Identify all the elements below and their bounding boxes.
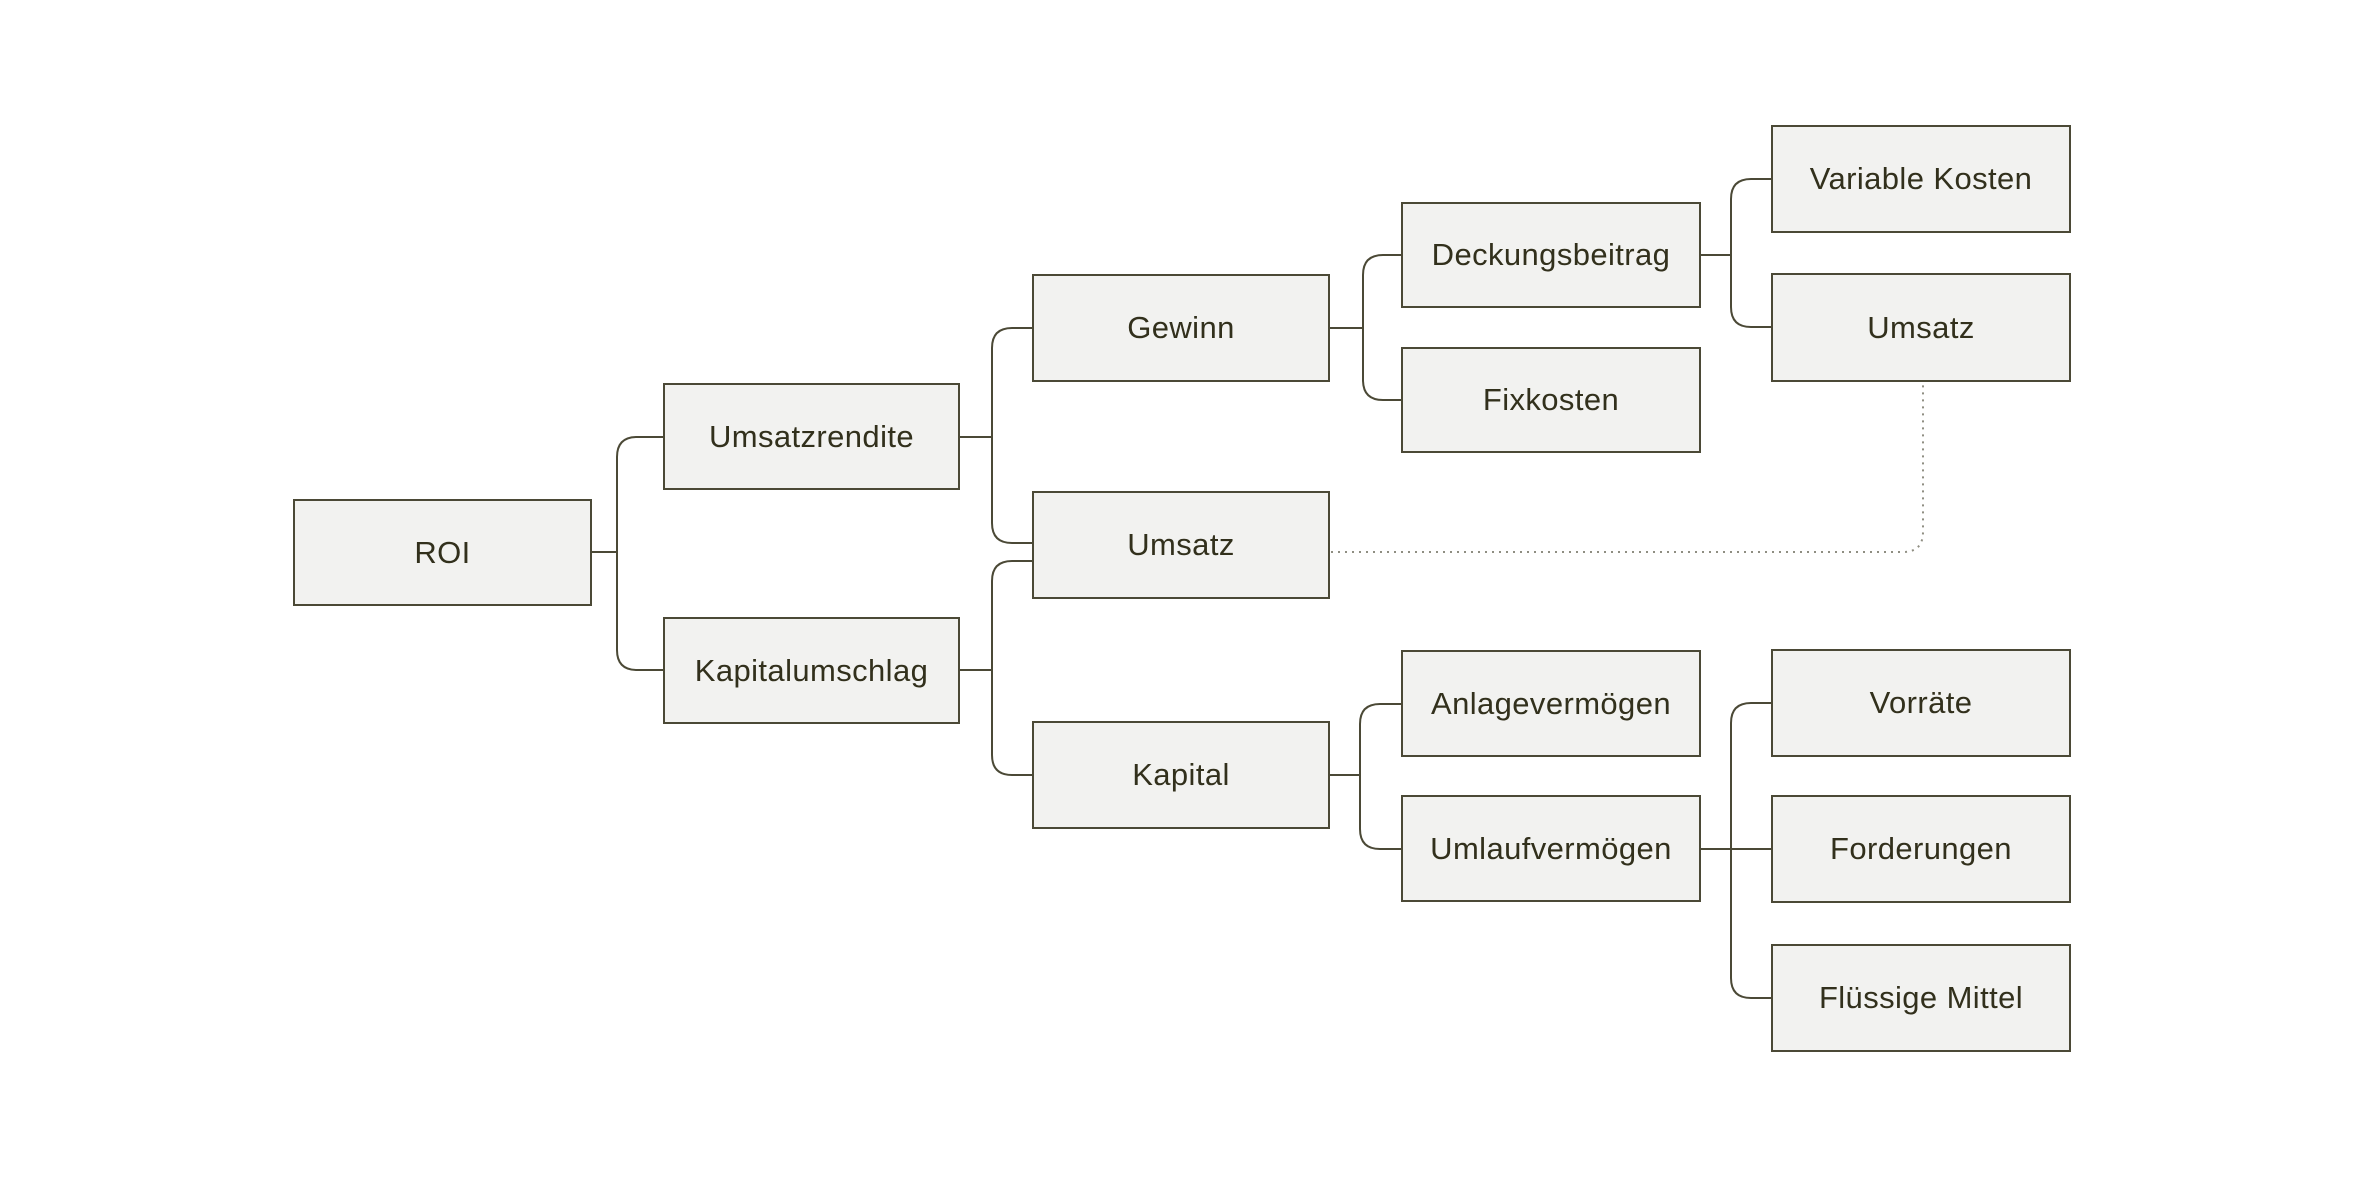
node-label: ROI	[414, 534, 471, 570]
node-label: Flüssige Mittel	[1818, 980, 2024, 1015]
node-umsatz-2: Umsatz	[1771, 273, 2071, 382]
node-kapitalumschlag: Kapitalumschlag	[663, 617, 960, 724]
node-label: Anlagevermögen	[1431, 685, 1671, 721]
connector-kapitalumschlag-children	[960, 560, 1032, 776]
node-label: Forderungen	[1830, 831, 2012, 866]
connector-kapital-children	[1330, 703, 1401, 850]
node-vorraete: Vorräte	[1771, 649, 2071, 757]
node-anlagevermoegen: Anlagevermögen	[1401, 650, 1701, 757]
node-label: Umlaufvermögen	[1430, 830, 1672, 866]
connector-umsatzrendite-children	[960, 327, 1032, 544]
node-fluessige-mittel: Flüssige Mittel	[1771, 944, 2071, 1052]
node-variable-kosten: Variable Kosten	[1771, 125, 2071, 233]
node-umlaufvermoegen: Umlaufvermögen	[1401, 795, 1701, 902]
node-deckungsbeitrag: Deckungsbeitrag	[1401, 202, 1701, 308]
connector-roi-children	[592, 436, 663, 671]
node-label: Umsatz	[1127, 527, 1235, 562]
node-label: Vorräte	[1869, 685, 1973, 720]
node-umsatzrendite: Umsatzrendite	[663, 383, 960, 490]
connector-umlaufvermoegen-children	[1701, 702, 1771, 999]
node-gewinn: Gewinn	[1032, 274, 1330, 382]
node-label: Gewinn	[1127, 310, 1235, 345]
node-label: Kapitalumschlag	[694, 652, 929, 688]
node-label: Kapital	[1132, 757, 1230, 792]
node-label: Umsatzrendite	[708, 418, 915, 454]
node-kapital: Kapital	[1032, 721, 1330, 829]
connector-gewinn-children	[1330, 254, 1401, 401]
node-roi: ROI	[293, 499, 592, 606]
node-label: Deckungsbeitrag	[1431, 237, 1671, 272]
node-label: Fixkosten	[1482, 382, 1620, 417]
node-label: Umsatz	[1867, 309, 1975, 345]
connector-umsatz-dotted-reference	[1331, 382, 1924, 553]
node-umsatz: Umsatz	[1032, 491, 1330, 599]
node-label: Variable Kosten	[1809, 161, 2033, 196]
node-fixkosten: Fixkosten	[1401, 347, 1701, 453]
node-forderungen: Forderungen	[1771, 795, 2071, 903]
connector-deckungsbeitrag-children	[1701, 178, 1771, 328]
